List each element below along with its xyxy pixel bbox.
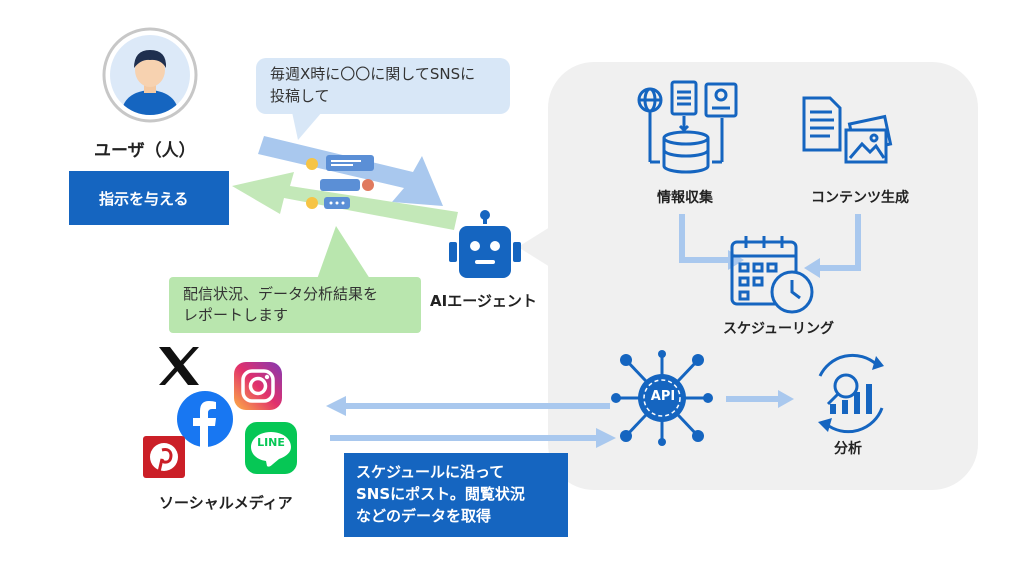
- facebook-icon: [176, 390, 234, 448]
- panel-pointer: [518, 222, 558, 272]
- content-gen-label: コンテンツ生成: [811, 190, 909, 206]
- report-bubble-tail: [316, 226, 372, 282]
- user-avatar-icon: [101, 26, 199, 124]
- user-speech-bubble: [256, 58, 510, 114]
- report-line-2: レポートします: [183, 306, 289, 324]
- instagram-icon: [234, 362, 282, 410]
- api-to-analysis-arrow: [726, 390, 794, 408]
- x-logo-icon: [157, 345, 201, 389]
- agent-workflow-panel: [548, 62, 978, 490]
- sns-note-line-3: などのデータを取得: [356, 507, 492, 525]
- report-line-1: 配信状況、データ分析結果を: [183, 285, 379, 303]
- analysis-chart-icon: [806, 352, 894, 436]
- content-gen-icon: [800, 94, 896, 176]
- analysis-label: 分析: [834, 441, 862, 457]
- sns-note-box: [344, 453, 568, 537]
- pinterest-icon: [143, 436, 185, 478]
- api-hub-icon: [610, 350, 714, 446]
- instruction-box: 指示を与える: [69, 171, 229, 225]
- user-label: ユーザ（人）: [94, 141, 196, 161]
- robot-icon: [447, 210, 523, 284]
- sns-label: ソーシャルメディア: [159, 494, 293, 512]
- api-badge: API: [650, 389, 676, 404]
- speech-line-1: 毎週X時に〇〇に関してSNSに: [270, 65, 476, 83]
- speech-line-2: 投稿して: [270, 87, 330, 105]
- info-collect-icon: [636, 80, 744, 180]
- sns-note-line-1: スケジュールに沿って: [356, 463, 505, 481]
- chat-icon: [306, 155, 374, 209]
- calendar-clock-icon: [728, 232, 818, 314]
- report-bubble: [169, 277, 421, 333]
- sns-api-arrows: [326, 396, 616, 448]
- sns-note-line-2: SNSにポスト。閲覧状況: [356, 485, 525, 503]
- line-app-icon: [245, 422, 297, 474]
- scheduling-label: スケジューリング: [723, 321, 835, 337]
- line-logo-text: LINE: [257, 436, 285, 449]
- agent-label: AIエージェント: [430, 292, 537, 310]
- info-collect-label: 情報収集: [657, 190, 713, 206]
- speech-tail: [292, 112, 322, 140]
